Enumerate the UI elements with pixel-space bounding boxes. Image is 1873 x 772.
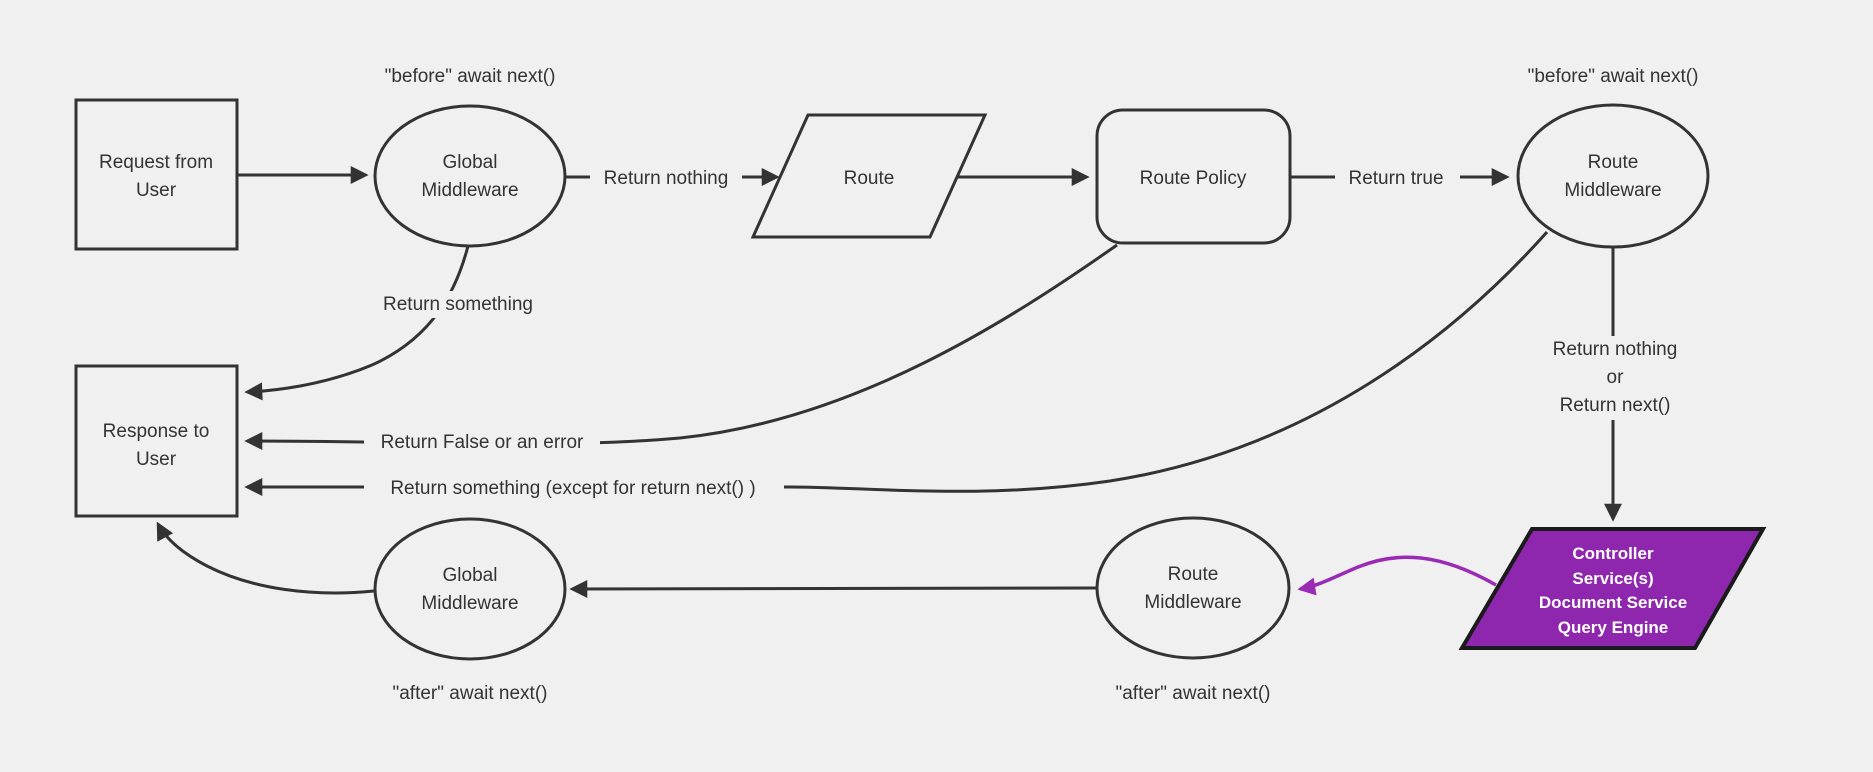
edge-label-bg	[364, 474, 784, 501]
edge-label-return-nothing-or-line1: Return nothing	[1553, 339, 1678, 360]
node-request-from-user: Request from User	[74, 98, 239, 251]
edge-label-return-nothing: Return nothing	[604, 168, 729, 189]
annotation-after-right: "after" await next()	[1116, 683, 1271, 704]
edge-label-return-nothing-or-line3: Return next()	[1560, 395, 1671, 416]
node-route-middleware-bottom: Route Middleware	[1095, 516, 1291, 660]
annotation-before-left: "before" await next()	[385, 66, 556, 87]
route-middleware-top-line2: Middleware	[1564, 180, 1661, 201]
node-route: Route	[750, 113, 988, 239]
route-middleware-top-line1: Route	[1588, 152, 1639, 173]
node-route-policy: Route Policy	[1095, 108, 1292, 245]
node-global-middleware-bottom: Global Middleware	[373, 517, 567, 661]
edge-global-middleware-to-response-bottom	[156, 521, 375, 595]
route-middleware-bottom-line2: Middleware	[1144, 592, 1241, 613]
controller-parallelogram	[1458, 527, 1767, 650]
request-label-line2: User	[136, 180, 177, 201]
annotation-before-right: "before" await next()	[1528, 66, 1699, 87]
edge-route-middleware-to-response	[244, 231, 1549, 496]
request-label-line1: Request from	[99, 152, 213, 173]
edge-label-bg	[366, 291, 550, 318]
edge-controller-to-route-middleware	[1297, 555, 1497, 596]
response-label-line1: Response to	[103, 421, 210, 442]
controller-line1: Controller	[1572, 544, 1654, 563]
edge-label-return-true: Return true	[1348, 168, 1443, 189]
global-middleware-bottom-ellipse	[373, 517, 567, 661]
route-middleware-bottom-ellipse	[1095, 516, 1291, 660]
controller-line4: Query Engine	[1558, 618, 1669, 637]
node-route-middleware-top: Route Middleware	[1516, 103, 1710, 249]
request-box	[74, 98, 239, 251]
edge-label-return-false-or-error: Return False or an error	[381, 432, 584, 453]
edge-label-bg	[1335, 163, 1460, 190]
route-label: Route	[844, 168, 895, 189]
response-label-line2: User	[136, 449, 177, 470]
global-middleware-top-ellipse	[373, 104, 567, 248]
route-parallelogram	[750, 113, 988, 239]
global-middleware-bottom-line2: Middleware	[421, 593, 518, 614]
edge-global-middleware-to-response	[244, 245, 470, 401]
edge-label-return-something: Return something	[383, 294, 533, 315]
controller-line2: Service(s)	[1572, 569, 1653, 588]
route-policy-box	[1095, 108, 1292, 245]
node-global-middleware-top: Global Middleware	[373, 104, 567, 248]
node-response-to-user: Response to User	[74, 364, 239, 518]
global-middleware-top-line2: Middleware	[421, 180, 518, 201]
route-middleware-top-ellipse	[1516, 103, 1710, 249]
edge-route-middleware-to-global-middleware	[569, 579, 1098, 598]
edge-label-return-nothing-or-line2: or	[1607, 367, 1625, 388]
node-controller-services: Controller Service(s) Document Service Q…	[1458, 527, 1767, 650]
global-middleware-top-line1: Global	[443, 152, 498, 173]
route-policy-label: Route Policy	[1140, 168, 1247, 189]
annotation-after-left: "after" await next()	[393, 683, 548, 704]
response-box	[74, 364, 239, 518]
route-middleware-bottom-line1: Route	[1168, 564, 1219, 585]
edge-label-return-something-except: Return something (except for return next…	[390, 478, 755, 499]
controller-line3: Document Service	[1539, 593, 1687, 612]
edge-label-bg	[1536, 336, 1694, 420]
edge-label-bg	[364, 428, 600, 455]
edge-label-bg	[590, 163, 742, 190]
global-middleware-bottom-line1: Global	[443, 565, 498, 586]
